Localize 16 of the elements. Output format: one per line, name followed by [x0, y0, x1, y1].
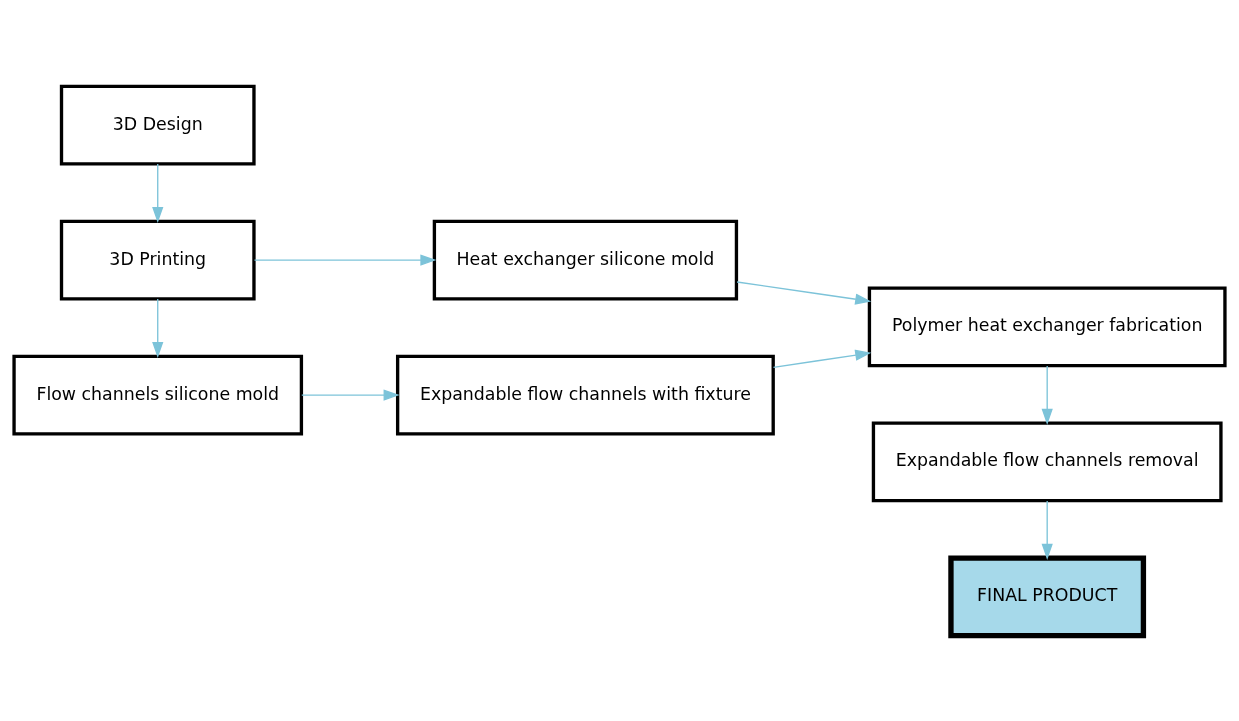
- arrow: [301, 388, 400, 401]
- node-box: FINAL PRODUCT: [948, 554, 1147, 638]
- node-box: 3D Printing: [59, 219, 256, 301]
- node-box: Polymer heat exchanger fabrication: [867, 286, 1227, 367]
- arrow: [772, 349, 872, 368]
- node-box: 3D Design: [59, 84, 256, 166]
- node-box: Expandable flow channels with fixture: [395, 354, 775, 435]
- arrow: [1041, 499, 1053, 560]
- arrow: [253, 253, 437, 266]
- node-box: Expandable flow channels removal: [871, 420, 1223, 502]
- arrow: [152, 162, 164, 223]
- arrow: [152, 297, 164, 358]
- arrow: [1041, 364, 1053, 425]
- arrow: [736, 280, 872, 305]
- node-box: Heat exchanger silicone mold: [432, 219, 739, 301]
- node-box: Flow channels silicone mold: [12, 354, 304, 435]
